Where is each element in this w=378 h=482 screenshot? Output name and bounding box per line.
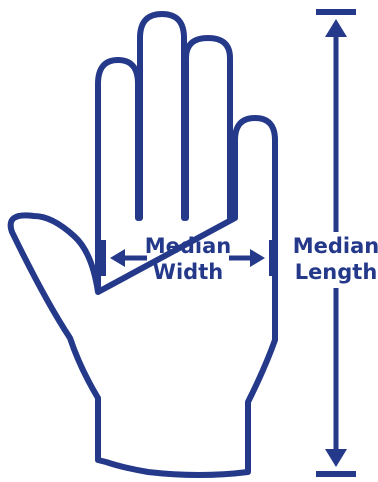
length-top-cap	[316, 9, 356, 15]
length-arrow-top-head	[325, 19, 347, 37]
width-right-cap	[269, 240, 277, 276]
length-bottom-cap	[316, 471, 356, 477]
median-length-label-line1: Median	[293, 234, 378, 258]
median-width-label-line2: Width	[153, 260, 223, 284]
width-arrow-left-head	[110, 249, 125, 267]
width-left-cap	[98, 240, 106, 276]
median-length-label-line2: Length	[295, 260, 378, 284]
hand-outline	[11, 14, 275, 475]
median-width-label-line1: Median	[145, 234, 232, 258]
width-arrow-right-head	[250, 249, 265, 267]
length-arrow-bottom-head	[325, 449, 347, 467]
